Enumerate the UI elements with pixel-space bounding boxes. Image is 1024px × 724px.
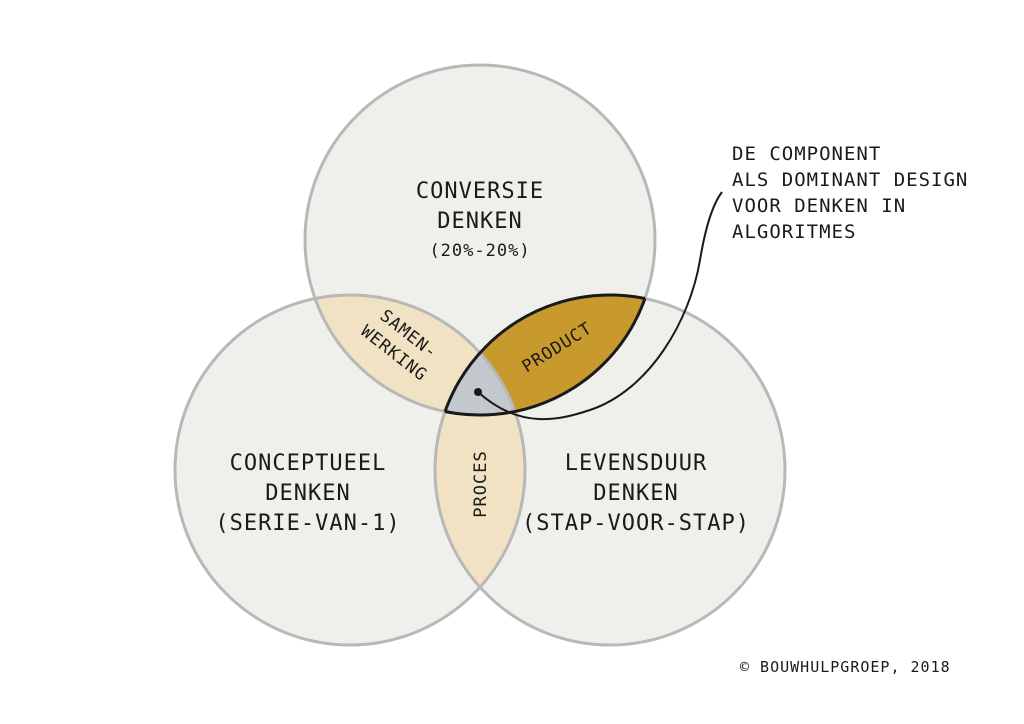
left-circle-line-2: DENKEN: [265, 481, 350, 506]
callout-line-3: VOOR DENKEN IN: [732, 195, 906, 217]
overlap-samenwerking: [305, 295, 525, 415]
top-circle-line-1: CONVERSIE: [416, 179, 544, 204]
top-circle-line-3: (20%-20%): [429, 241, 530, 261]
copyright-credit: © BOUWHULPGROEP, 2018: [740, 658, 951, 676]
callout-anchor-dot: [474, 388, 482, 396]
product-outline-top-arc: [435, 295, 657, 417]
right-circle-line-2: DENKEN: [593, 481, 678, 506]
overlap-product: [435, 295, 655, 415]
circle-left-outline: [173, 293, 527, 647]
callout-line-4: ALGORITMES: [732, 221, 856, 243]
left-circle-line-1: CONCEPTUEEL: [230, 451, 387, 476]
proces-label: PROCES: [471, 450, 491, 517]
callout-line-1: DE COMPONENT: [732, 143, 881, 165]
right-circle-line-3: (STAP-VOOR-STAP): [522, 511, 750, 536]
top-circle-line-2: DENKEN: [437, 209, 522, 234]
left-circle-line-3: (SERIE-VAN-1): [215, 511, 400, 536]
right-circle-line-1: LEVENSDUUR: [565, 451, 707, 476]
product-outline-right-arc: [433, 293, 655, 415]
callout-leader-line: [477, 191, 723, 421]
callout-line-2: ALS DOMINANT DESIGN: [732, 169, 968, 191]
